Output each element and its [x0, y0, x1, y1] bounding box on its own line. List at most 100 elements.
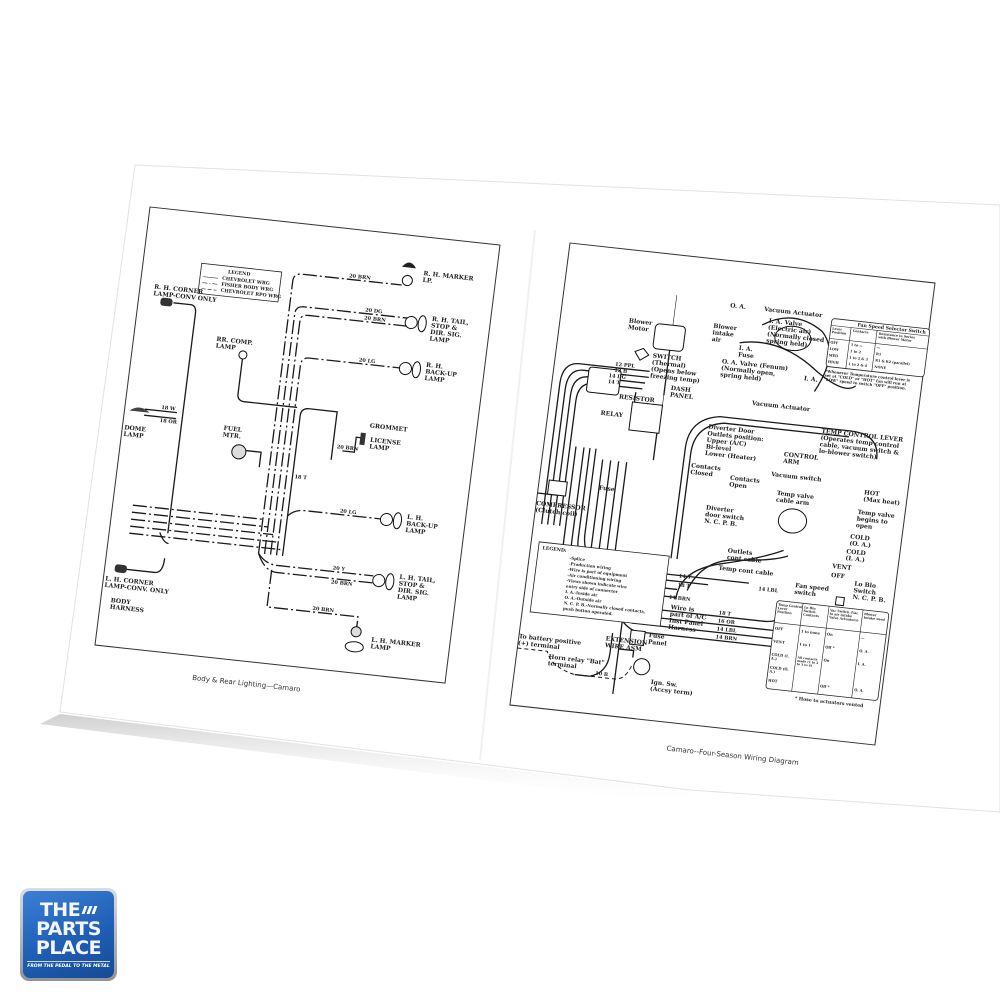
label-line: Temp Control — [778, 603, 804, 610]
label-line: -Wire is part of equipment — [568, 567, 628, 578]
label-line: EXTENSION — [605, 635, 648, 647]
label-line: STOP & — [431, 322, 458, 332]
label-line: 1 to 1 — [799, 642, 812, 647]
temp-table-cell: On — [823, 658, 830, 663]
label-line: Temp valve — [857, 509, 895, 520]
fan-table-header: LeverPosition — [832, 327, 848, 336]
lh-backup-lens-icon — [392, 512, 403, 530]
label-line: entry side of connector — [566, 583, 619, 594]
wire-code: 14 LBL — [716, 626, 737, 634]
label-rh-backup-lamp: R. H.BACK-UPLAMP — [424, 362, 458, 386]
label-line: Switch — [853, 587, 877, 596]
label-line: O. A. — [854, 688, 864, 693]
label-line: LICENSE — [370, 437, 402, 447]
temp-table-cell: COLD (I.A.) — [770, 652, 790, 662]
temp-table-header: Temp ControlLeverPosition — [777, 603, 803, 617]
label-line: On — [827, 632, 834, 637]
label-line: Lo Blo — [804, 605, 817, 610]
label-line: PANEL — [669, 392, 694, 402]
label-line: LAMP — [429, 336, 450, 345]
label-line: LP. — [422, 277, 433, 285]
label-line: Contacts — [852, 329, 868, 335]
legend-item: entry side of connector — [566, 583, 619, 594]
label-line: N. C. P. B. — [704, 518, 738, 529]
label-line: CONTROL — [783, 451, 819, 462]
wire-code: 18 OR — [159, 418, 178, 426]
resistor-icon — [586, 366, 622, 396]
compressor-icon — [546, 479, 568, 497]
wire-code: 14 T — [678, 573, 691, 580]
label-line: Temp valve — [776, 490, 814, 501]
label-lo-blo-switch: Lo BloSwitchN. C. P. B. — [852, 581, 888, 605]
wire-code: 18 T — [677, 582, 690, 589]
label-line: spring held) — [720, 371, 762, 382]
logo-text: THE — [39, 898, 81, 921]
label-contacts-closed: ContactsClosed — [690, 462, 722, 479]
label-line: 1 to 2 & 4 — [848, 362, 868, 368]
fan-table-cell: NONE — [874, 365, 887, 370]
label-line: (Max heat) — [863, 496, 901, 507]
fan-table-cell: 1 to — — [851, 343, 864, 348]
label-cold-oa: COLD(O. A.) — [849, 533, 872, 549]
label-line: WIRE ASM — [603, 642, 642, 653]
fan-table-cell: 1 to 2 — [850, 349, 862, 354]
rh-backup-lamp-icon — [398, 362, 412, 376]
label-line: Panel — [647, 639, 667, 648]
lh-corner-lamp-icon — [114, 564, 127, 574]
label-line: Ign. Sw. — [650, 679, 677, 689]
label-line: BODY — [110, 597, 131, 606]
wire-code: 20 LG — [339, 508, 356, 516]
label-line: (+) terminal — [518, 640, 561, 652]
label-line: 1 to 2 & 3 — [849, 356, 869, 362]
label-line: door switch — [705, 511, 745, 522]
label-line: Diverter — [706, 504, 735, 514]
rh-marker-lens-icon — [401, 262, 416, 269]
label-line: (Accsy term) — [650, 686, 694, 698]
label-lh-tail-lamp: L. H. TAIL,STOP &DIR. SIG.LAMP — [397, 574, 436, 605]
label-line: OFF — [830, 341, 839, 346]
label-line: (I. A.) — [845, 555, 865, 564]
wire-code: 18 T — [294, 474, 307, 481]
label-line: HARNESS — [109, 604, 144, 615]
license-lamp-icon — [359, 432, 366, 446]
label-line: Resistance in Series — [878, 332, 915, 340]
label-hot: HOT(Max heat) — [863, 489, 902, 507]
ignition-switch-icon — [633, 658, 651, 676]
label-line: 1 to — — [851, 343, 864, 348]
label-line: Fuse — [648, 632, 665, 641]
label-line: Wire is — [669, 604, 695, 614]
label-rh-tail-lamp: R. H. TAIL,STOP &DIR. SIG.LAMP — [429, 316, 469, 347]
label-line: Position — [832, 330, 848, 336]
fuse-panel-icon — [628, 629, 646, 647]
label-line: LAMP — [424, 375, 445, 384]
comp-lamp-icon — [238, 350, 248, 360]
label-line: RR. COMP. — [216, 336, 253, 347]
label-blower-motor: BlowerMotor — [628, 317, 654, 333]
label-line: Valve Actuators) — [828, 615, 859, 622]
label-line: I. A. — [857, 662, 866, 667]
label-dash-panel: DASHPANEL — [669, 385, 694, 401]
label-line: OFF — [831, 572, 846, 581]
legend-title: LEGEND — [228, 269, 251, 277]
label-line: Blower — [713, 323, 738, 333]
label-line: 1 to 2 — [850, 349, 862, 354]
label-rh-corner-lamp: R. H. CORNERLAMP-CONV ONLY — [153, 284, 219, 304]
logo-text: PARTS — [36, 917, 101, 940]
legend-item: -Air conditioning wiring — [567, 572, 622, 583]
label-wire-part-of-harness: Wire ispart of A/CInst PanelHarness — [667, 604, 708, 635]
rh-backup-lens-icon — [411, 361, 422, 379]
label-line: I. A.-Inside air — [565, 589, 599, 598]
label-line: R. H. — [426, 362, 444, 371]
wire-code: 20 BRN — [364, 315, 387, 323]
label-line: Off * — [820, 684, 830, 689]
label-control-arm: CONTROLARM — [782, 451, 820, 469]
lh-tail-lens-icon — [385, 573, 395, 591]
dome-lamp-icon — [129, 407, 150, 413]
lh-tail-lamp-icon — [372, 574, 386, 588]
label-ia-fuse: I. A.Fuse — [738, 345, 756, 360]
label-relay: RELAY — [600, 410, 624, 419]
label-line: R. H. TAIL, — [431, 316, 469, 327]
label-line: -Air conditioning wiring — [567, 572, 622, 583]
label-line: L. H. — [407, 514, 424, 523]
